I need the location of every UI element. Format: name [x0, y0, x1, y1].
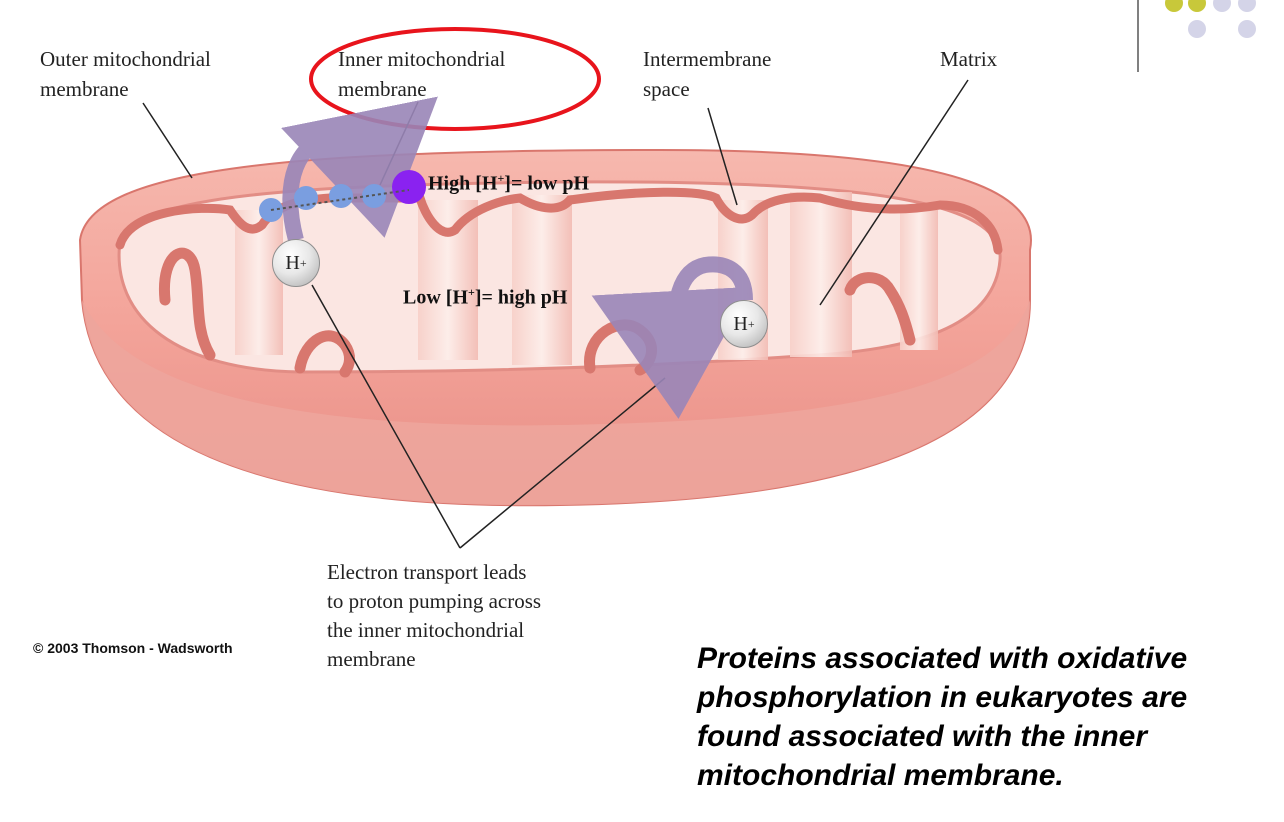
label-intermembrane-space: Intermembrane space [643, 47, 772, 101]
membrane-protein-highlighted [392, 170, 426, 204]
membrane-protein [294, 186, 318, 210]
leader-line [142, 102, 193, 179]
proton-ion: H+ [720, 300, 768, 348]
membrane-protein [329, 184, 353, 208]
label-matrix: Matrix [940, 47, 998, 71]
inner-membrane-fold [844, 272, 916, 346]
proton-pump-arrow [280, 96, 438, 243]
crista [418, 200, 478, 360]
label-high-proton: High [H+]= low pH [428, 171, 589, 196]
slide-note: Proteins associated with oxidative phosp… [697, 642, 1188, 792]
ion-symbol: H [285, 251, 300, 274]
high-sup: + [497, 171, 505, 185]
decoration-dot [1238, 20, 1256, 38]
proton-pump-arrow [591, 256, 753, 419]
low-prefix: Low [H [403, 286, 468, 309]
high-prefix: High [H [428, 172, 498, 195]
decoration-dot [1188, 20, 1206, 38]
slide-decoration [1137, 0, 1256, 72]
decoration-dot [1188, 0, 1206, 12]
crista [512, 195, 572, 365]
decoration-dot [1165, 0, 1183, 12]
highlight-ellipse [309, 27, 601, 131]
decoration-dot [1213, 0, 1231, 12]
ion-charge: + [747, 316, 755, 331]
ion-charge: + [299, 255, 307, 270]
label-low-proton: Low [H+]= high pH [403, 285, 567, 310]
decoration-dot [1238, 0, 1256, 12]
proton-ion: H+ [272, 239, 320, 287]
leader-line [819, 79, 969, 306]
inner-membrane-fold [115, 187, 1003, 255]
leader-line [707, 107, 738, 206]
label-electron-transport: Electron transport leads to proton pumpi… [327, 560, 542, 671]
copyright: © 2003 Thomson - Wadsworth [33, 640, 233, 656]
inner-membrane-fold [158, 247, 216, 361]
label-outer-membrane: Outer mitochondrial membrane [40, 47, 211, 101]
outer-membrane-rim [82, 300, 1030, 506]
high-suffix: ]= low pH [504, 172, 590, 195]
label-inner-membrane: Inner mitochondrial membrane [338, 47, 506, 101]
low-sup: + [468, 285, 475, 299]
ion-symbol: H [733, 312, 748, 335]
crista [790, 192, 852, 357]
leader-line [311, 284, 461, 549]
crista [235, 210, 283, 355]
low-suffix: ]= high pH [474, 286, 568, 309]
protein-chain [270, 189, 410, 211]
